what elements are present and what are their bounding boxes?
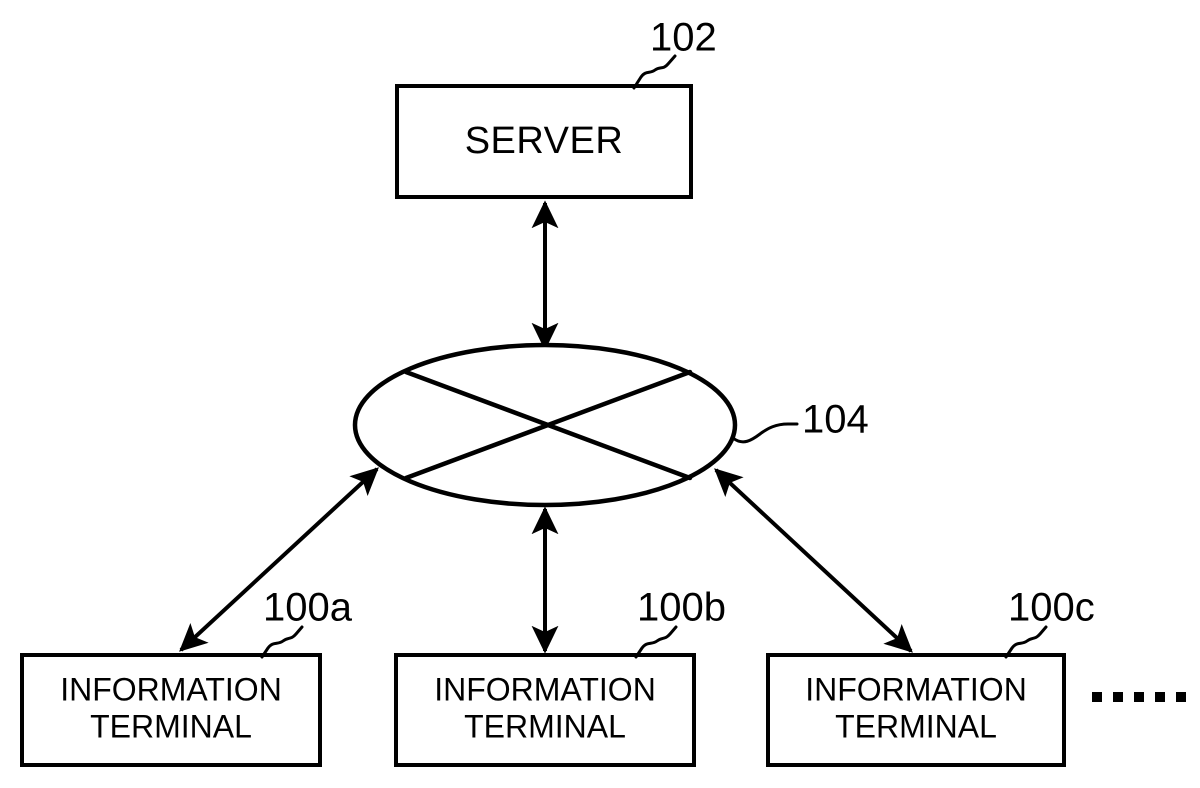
ref-104-leader-line	[731, 422, 799, 444]
ellipsis-dot	[1092, 692, 1102, 702]
ref-100a-leader-line	[260, 625, 304, 659]
terminal-node-b: INFORMATION TERMINAL	[394, 625, 696, 767]
server-box	[395, 84, 693, 199]
ref-number-100b: 100b	[637, 586, 726, 630]
terminal-box-c	[766, 653, 1066, 767]
terminal-box-a	[20, 653, 322, 767]
ref-number-104: 104	[802, 398, 869, 442]
connector-network-terminal-a	[179, 467, 379, 652]
terminal-b-label-line1: INFORMATION	[434, 671, 656, 707]
ref-102-leader-group	[632, 54, 677, 90]
server-node: SERVER	[395, 84, 693, 199]
terminal-a-label-line2: TERMINAL	[90, 708, 252, 744]
ellipsis-dot	[1155, 692, 1165, 702]
ref-104-leader-group	[731, 422, 799, 444]
terminal-b-label-line2: TERMINAL	[464, 708, 626, 744]
ref-number-100a: 100a	[263, 586, 353, 630]
network-x-line-2	[403, 369, 693, 481]
ellipsis-dot	[1176, 692, 1186, 702]
ellipsis-dots	[1092, 692, 1186, 702]
terminal-box-b	[394, 653, 696, 767]
connector-network-terminal-c	[714, 468, 913, 653]
terminal-a-label-line1: INFORMATION	[60, 671, 282, 707]
ellipsis-dot	[1134, 692, 1144, 702]
ref-100b-leader-line	[634, 625, 678, 659]
ref-102-leader-line	[632, 54, 677, 90]
terminal-node-c: INFORMATION TERMINAL	[766, 625, 1066, 767]
terminal-node-a: INFORMATION TERMINAL	[20, 625, 322, 767]
ref-number-102: 102	[650, 16, 717, 60]
server-label: SERVER	[465, 120, 624, 162]
ellipsis-dot	[1113, 692, 1123, 702]
network-node	[352, 342, 738, 508]
ref-100c-leader-line	[1004, 625, 1048, 659]
ref-number-100c: 100c	[1008, 586, 1095, 630]
terminal-c-label-line1: INFORMATION	[805, 671, 1027, 707]
terminal-c-label-line2: TERMINAL	[835, 708, 997, 744]
